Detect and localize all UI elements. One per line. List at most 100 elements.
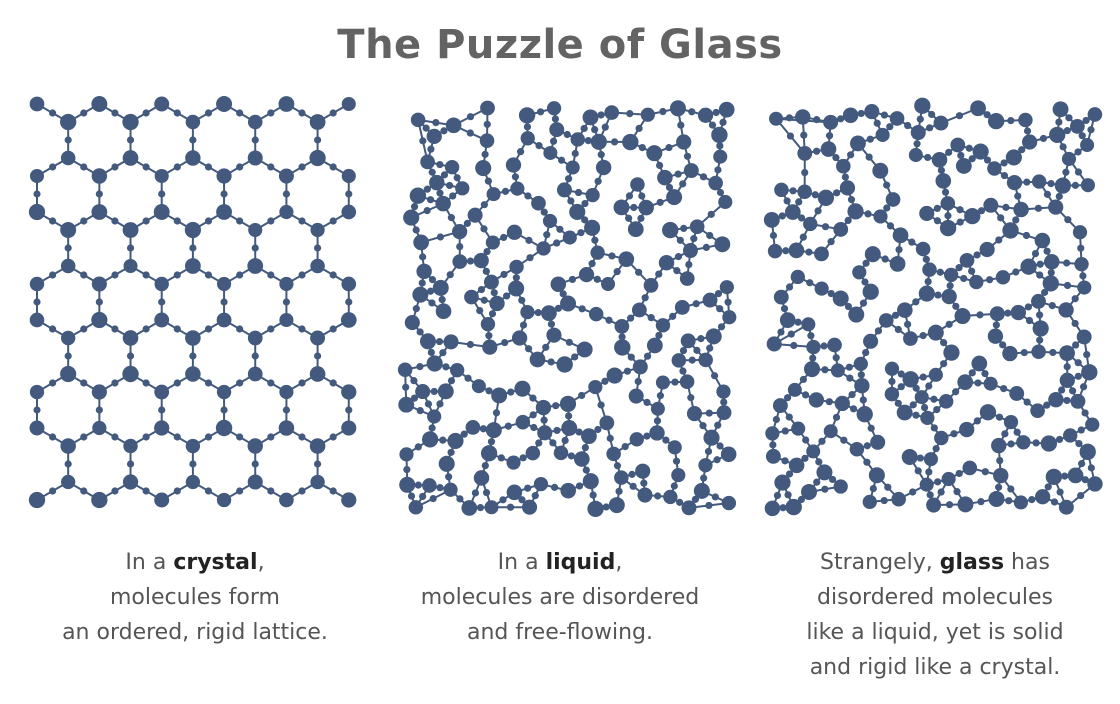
- bridge-atom: [705, 501, 713, 510]
- bridge-atom: [683, 152, 692, 160]
- bridge-atom: [481, 150, 489, 158]
- molecule-atom: [429, 174, 445, 191]
- bridge-atom: [460, 430, 468, 438]
- molecule-atom: [511, 330, 528, 346]
- molecule-atom: [465, 420, 481, 435]
- molecule-atom: [720, 446, 737, 463]
- bridge-atom: [832, 154, 840, 162]
- bridge-atom: [1002, 203, 1010, 211]
- bridge-atom: [1071, 181, 1080, 189]
- bridge-atom: [267, 217, 275, 225]
- bridge-atom: [594, 425, 602, 434]
- bridge-atom: [919, 373, 927, 381]
- bridge-atom: [1000, 171, 1009, 180]
- molecule-atom: [29, 312, 45, 328]
- bridge-atom: [1000, 384, 1008, 393]
- bridge-atom: [674, 253, 683, 261]
- bridge-atom: [662, 436, 670, 444]
- molecule-atom: [630, 177, 645, 192]
- bridge-atom: [783, 197, 791, 205]
- bridge-atom: [784, 491, 792, 499]
- bridge-atom: [524, 484, 532, 492]
- bridge-atom: [960, 274, 968, 283]
- bridge-atom: [531, 492, 539, 500]
- bridge-atom: [442, 363, 450, 371]
- bridge-atom: [565, 338, 573, 346]
- molecule-atom: [29, 168, 45, 184]
- bridge-atom: [173, 325, 181, 333]
- molecule-atom: [1063, 428, 1078, 443]
- bridge-atom: [204, 109, 213, 117]
- bridge-atom: [995, 413, 1004, 421]
- bridge-atom: [438, 295, 446, 304]
- bridge-atom: [329, 433, 337, 441]
- bridge-atom: [476, 504, 485, 512]
- bridge-atom: [1023, 127, 1032, 135]
- bridge-atom: [1013, 428, 1021, 436]
- molecule-atom: [60, 222, 77, 238]
- bridge-atom: [267, 433, 275, 441]
- bridge-atom: [1007, 440, 1015, 448]
- molecule-atom: [28, 491, 46, 509]
- bridge-atom: [582, 466, 590, 474]
- bridge-atom: [236, 109, 244, 117]
- molecule-atom: [1070, 119, 1085, 134]
- molecule-atom: [970, 100, 986, 117]
- molecule-atom: [795, 109, 811, 125]
- molecule-atom: [471, 379, 486, 394]
- bridge-atom: [605, 316, 613, 324]
- bridge-atom: [581, 216, 589, 224]
- molecule-atom: [817, 189, 835, 206]
- bridge-atom: [204, 487, 213, 495]
- bridge-atom: [1022, 231, 1031, 240]
- bridge-atom: [1078, 460, 1086, 468]
- bridge-atom: [700, 474, 708, 482]
- bridge-atom: [867, 424, 875, 432]
- bridge-atom: [784, 394, 792, 402]
- bridge-atom: [446, 271, 454, 279]
- bridge-atom: [282, 298, 291, 306]
- bridge-atom: [934, 478, 942, 486]
- bridge-atom: [845, 363, 853, 371]
- bridge-atom: [945, 320, 953, 328]
- bridge-atom: [685, 260, 693, 269]
- molecule-atom: [1045, 468, 1063, 486]
- molecule-atom: [989, 306, 1005, 322]
- bridge-atom: [553, 426, 561, 435]
- molecule-atom: [122, 222, 139, 238]
- bridge-atom: [1014, 192, 1022, 200]
- bridge-atom: [654, 492, 662, 500]
- bridge-atom: [64, 460, 72, 468]
- bridge-atom: [507, 388, 515, 396]
- bridge-atom: [95, 190, 103, 198]
- bridge-atom: [897, 383, 905, 391]
- bridge-atom: [1059, 143, 1067, 151]
- bridge-atom: [669, 312, 677, 320]
- molecule-atom: [1031, 174, 1047, 189]
- bridge-atom: [832, 354, 840, 362]
- molecule-atom: [655, 375, 670, 390]
- molecule-atom: [1081, 364, 1098, 381]
- bridge-atom: [706, 344, 714, 352]
- molecule-atom: [606, 367, 623, 384]
- bridge-atom: [534, 309, 542, 317]
- bridge-atom: [977, 207, 986, 215]
- bridge-atom: [886, 123, 894, 131]
- glass-structure-svg: [763, 97, 1103, 517]
- molecule-atom: [341, 96, 356, 112]
- bridge-atom: [1079, 383, 1088, 391]
- bridge-atom: [542, 343, 550, 351]
- bridge-atom: [945, 148, 953, 156]
- bridge-atom: [480, 296, 488, 304]
- liquid-caption: In a liquid, molecules are disordered an…: [385, 545, 735, 650]
- molecule-atom: [408, 500, 424, 515]
- bridge-atom: [1036, 260, 1044, 268]
- bridge-atom: [540, 208, 548, 216]
- bridge-atom: [797, 495, 805, 504]
- bridge-atom: [859, 396, 867, 404]
- bridge-atom: [924, 277, 932, 286]
- molecule-atom: [60, 258, 76, 274]
- bridge-atom: [488, 310, 497, 318]
- bridge-atom: [716, 305, 724, 313]
- bridge-atom: [589, 491, 597, 499]
